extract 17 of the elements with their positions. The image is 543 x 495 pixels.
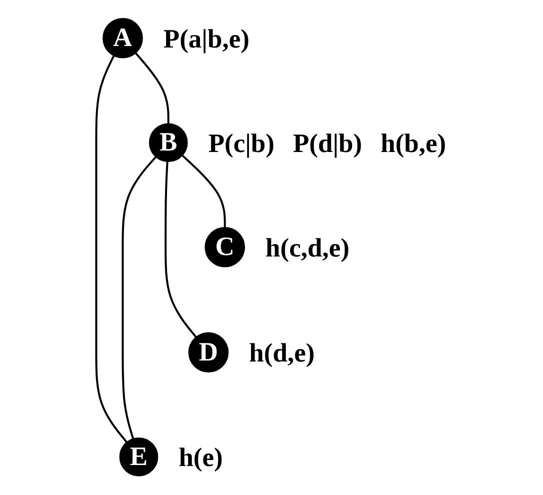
connector-line	[135, 52, 170, 124]
connector-line	[122, 156, 158, 440]
probability-term: h(e)	[179, 442, 224, 472]
probability-term: h(d,e)	[250, 338, 315, 368]
node-circle: E	[120, 437, 159, 476]
connector-line	[164, 161, 198, 338]
node-circle: A	[102, 18, 144, 58]
probability-term: P(c|b)	[208, 128, 275, 158]
connector-line	[182, 154, 226, 228]
probability-term: P(a|b,e)	[164, 23, 250, 54]
connector-line	[96, 55, 128, 443]
node-circle: B	[149, 123, 188, 162]
probability-term: h(b,e)	[380, 128, 446, 158]
probability-term: P(d|b)	[293, 128, 362, 158]
node-circle: C	[205, 226, 246, 268]
node-circle: D	[188, 332, 229, 373]
probability-term: h(c,d,e)	[266, 232, 350, 262]
